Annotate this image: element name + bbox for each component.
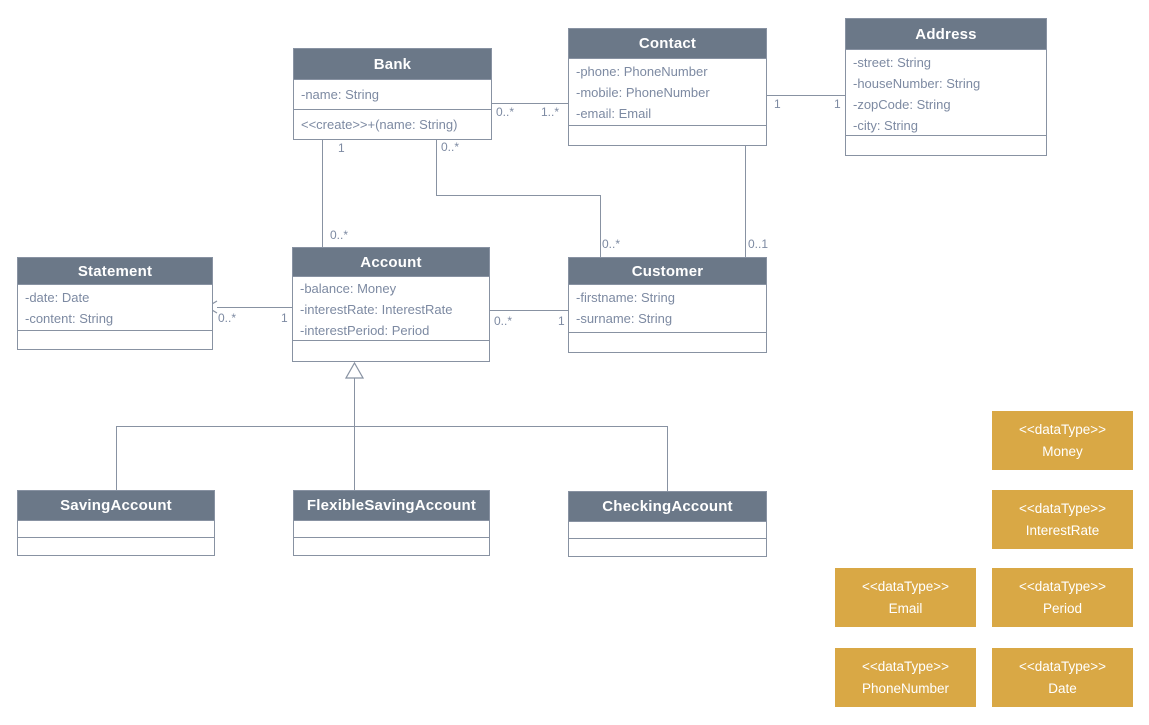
class-bank-attributes: -name: String: [294, 79, 491, 109]
class-checking-account-operations: [569, 538, 766, 556]
mult-account-customer-customer: 1: [558, 314, 565, 328]
attribute: -city: String: [853, 118, 919, 133]
connector-contact-customer[interactable]: [745, 145, 746, 257]
connector-account-statement[interactable]: [217, 307, 292, 308]
class-address-attributes: -street: String -houseNumber: String -zo…: [846, 49, 1046, 135]
attribute: -firstname: String: [576, 290, 675, 305]
datatype-stereotype: <<dataType>>: [861, 579, 950, 594]
class-statement-attributes: -date: Date -content: String: [18, 284, 212, 330]
attribute: -phone: PhoneNumber: [576, 64, 708, 79]
attribute: -zopCode: String: [853, 97, 951, 112]
class-flexible-saving-account[interactable]: FlexibleSavingAccount: [293, 490, 490, 556]
datatype-stereotype: <<dataType>>: [1018, 422, 1107, 437]
class-checking-account-attributes: [569, 521, 766, 538]
class-address[interactable]: Address -street: String -houseNumber: St…: [845, 18, 1047, 156]
datatype-period[interactable]: <<dataType>> Period: [992, 568, 1133, 627]
mult-bank-contact-contact: 1..*: [541, 105, 560, 119]
class-account-operations: [293, 340, 489, 361]
mult-contact-address-contact: 1: [774, 97, 781, 111]
datatype-name: Email: [888, 601, 923, 616]
mult-bank-contact-bank: 0..*: [496, 105, 515, 119]
class-contact-title: Contact: [569, 29, 766, 58]
datatype-phonenumber[interactable]: <<dataType>> PhoneNumber: [835, 648, 976, 707]
connector-account-customer[interactable]: [490, 310, 568, 311]
class-statement-operations: [18, 330, 212, 349]
connector-generalization-bar[interactable]: [116, 426, 668, 427]
connector-bank-contact[interactable]: [492, 103, 568, 104]
attribute: -content: String: [25, 311, 114, 326]
mult-bank-account-account: 0..*: [330, 228, 349, 242]
class-checking-account[interactable]: CheckingAccount: [568, 491, 767, 557]
datatype-name: InterestRate: [1025, 523, 1100, 538]
generalization-triangle-icon: [345, 362, 364, 379]
mult-account-customer-account: 0..*: [494, 314, 513, 328]
datatype-name: Period: [1042, 601, 1083, 616]
datatype-date[interactable]: <<dataType>> Date: [992, 648, 1133, 707]
datatype-name: PhoneNumber: [861, 681, 950, 696]
class-flexible-saving-account-title: FlexibleSavingAccount: [294, 491, 489, 520]
class-address-title: Address: [846, 19, 1046, 49]
datatype-email[interactable]: <<dataType>> Email: [835, 568, 976, 627]
connector-bank-customer-seg1[interactable]: [436, 138, 437, 196]
attribute: -email: Email: [576, 106, 652, 121]
datatype-stereotype: <<dataType>>: [1018, 579, 1107, 594]
class-statement[interactable]: Statement -date: Date -content: String: [17, 257, 213, 350]
connector-bank-customer-seg3[interactable]: [600, 195, 601, 257]
mult-bank-customer-bank: 0..*: [441, 140, 460, 154]
class-bank[interactable]: Bank -name: String <<create>>+(name: Str…: [293, 48, 492, 140]
class-saving-account[interactable]: SavingAccount: [17, 490, 215, 556]
class-customer-title: Customer: [569, 258, 766, 284]
connector-generalization-checking[interactable]: [667, 427, 668, 491]
class-address-operations: [846, 135, 1046, 155]
datatype-name: Date: [1048, 681, 1077, 696]
connector-generalization-trunk[interactable]: [354, 378, 355, 490]
class-customer-attributes: -firstname: String -surname: String: [569, 284, 766, 332]
class-saving-account-attributes: [18, 520, 214, 537]
class-bank-title: Bank: [294, 49, 491, 79]
connector-bank-account[interactable]: [322, 138, 323, 247]
attribute: -mobile: PhoneNumber: [576, 85, 710, 100]
connector-bank-customer-seg2[interactable]: [436, 195, 601, 196]
class-saving-account-title: SavingAccount: [18, 491, 214, 520]
class-account-attributes: -balance: Money -interestRate: InterestR…: [293, 276, 489, 340]
class-bank-operations: <<create>>+(name: String): [294, 109, 491, 139]
class-account-title: Account: [293, 248, 489, 276]
attribute: -interestRate: InterestRate: [300, 302, 453, 317]
datatype-stereotype: <<dataType>>: [1018, 659, 1107, 674]
class-checking-account-title: CheckingAccount: [569, 492, 766, 521]
attribute: -interestPeriod: Period: [300, 323, 430, 338]
class-saving-account-operations: [18, 537, 214, 555]
class-flexible-saving-account-attributes: [294, 520, 489, 537]
datatype-stereotype: <<dataType>>: [861, 659, 950, 674]
datatype-name: Money: [1042, 444, 1083, 459]
class-contact[interactable]: Contact -phone: PhoneNumber -mobile: Pho…: [568, 28, 767, 146]
connector-contact-address[interactable]: [767, 95, 845, 96]
mult-bank-customer-customer: 0..*: [602, 237, 621, 251]
class-contact-operations: [569, 125, 766, 145]
mult-account-statement-account: 1: [281, 311, 288, 325]
attribute: -street: String: [853, 55, 932, 70]
attribute: -houseNumber: String: [853, 76, 981, 91]
attribute: -balance: Money: [300, 281, 397, 296]
operation: <<create>>+(name: String): [301, 117, 458, 132]
datatype-interestrate[interactable]: <<dataType>> InterestRate: [992, 490, 1133, 549]
class-customer-operations: [569, 332, 766, 352]
mult-bank-account-bank: 1: [338, 141, 345, 155]
connector-generalization-saving[interactable]: [116, 427, 117, 490]
mult-account-statement-statement: 0..*: [218, 311, 237, 325]
mult-contact-address-address: 1: [834, 97, 841, 111]
class-contact-attributes: -phone: PhoneNumber -mobile: PhoneNumber…: [569, 58, 766, 125]
attribute: -name: String: [301, 87, 380, 102]
class-account[interactable]: Account -balance: Money -interestRate: I…: [292, 247, 490, 362]
attribute: -surname: String: [576, 311, 673, 326]
datatype-stereotype: <<dataType>>: [1018, 501, 1107, 516]
mult-contact-customer-customer: 0..1: [748, 237, 769, 251]
class-statement-title: Statement: [18, 258, 212, 284]
class-flexible-saving-account-operations: [294, 537, 489, 555]
datatype-money[interactable]: <<dataType>> Money: [992, 411, 1133, 470]
class-customer[interactable]: Customer -firstname: String -surname: St…: [568, 257, 767, 353]
attribute: -date: Date: [25, 290, 90, 305]
